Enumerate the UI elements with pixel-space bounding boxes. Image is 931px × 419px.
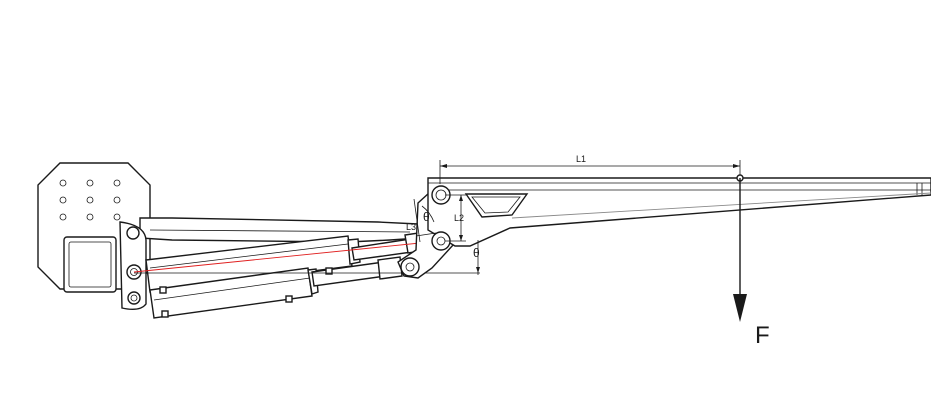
dimension-l3: L3 <box>406 198 437 243</box>
angle-upper: θ <box>421 205 435 224</box>
l2-label: L2 <box>454 213 464 223</box>
boom-arm <box>427 177 931 247</box>
boom-pivot-pins <box>431 185 451 251</box>
upper-link-plate <box>139 217 430 243</box>
plate-holes <box>59 179 121 221</box>
dimension-l1: L1 <box>439 154 741 184</box>
l3-label: L3 <box>406 222 416 232</box>
square-tube-mount <box>63 236 117 293</box>
force-label: F <box>755 322 770 349</box>
theta-upper-label: θ <box>423 210 430 224</box>
angle-lower: θ <box>473 240 480 275</box>
dimension-l2: L2 <box>445 194 466 242</box>
theta-lower-label: θ <box>473 246 480 260</box>
base-pivot-pins <box>126 226 142 305</box>
applied-force-arrow: F <box>733 174 770 349</box>
l1-label: L1 <box>576 154 586 164</box>
cylinder-axis-reference-line <box>133 240 441 273</box>
